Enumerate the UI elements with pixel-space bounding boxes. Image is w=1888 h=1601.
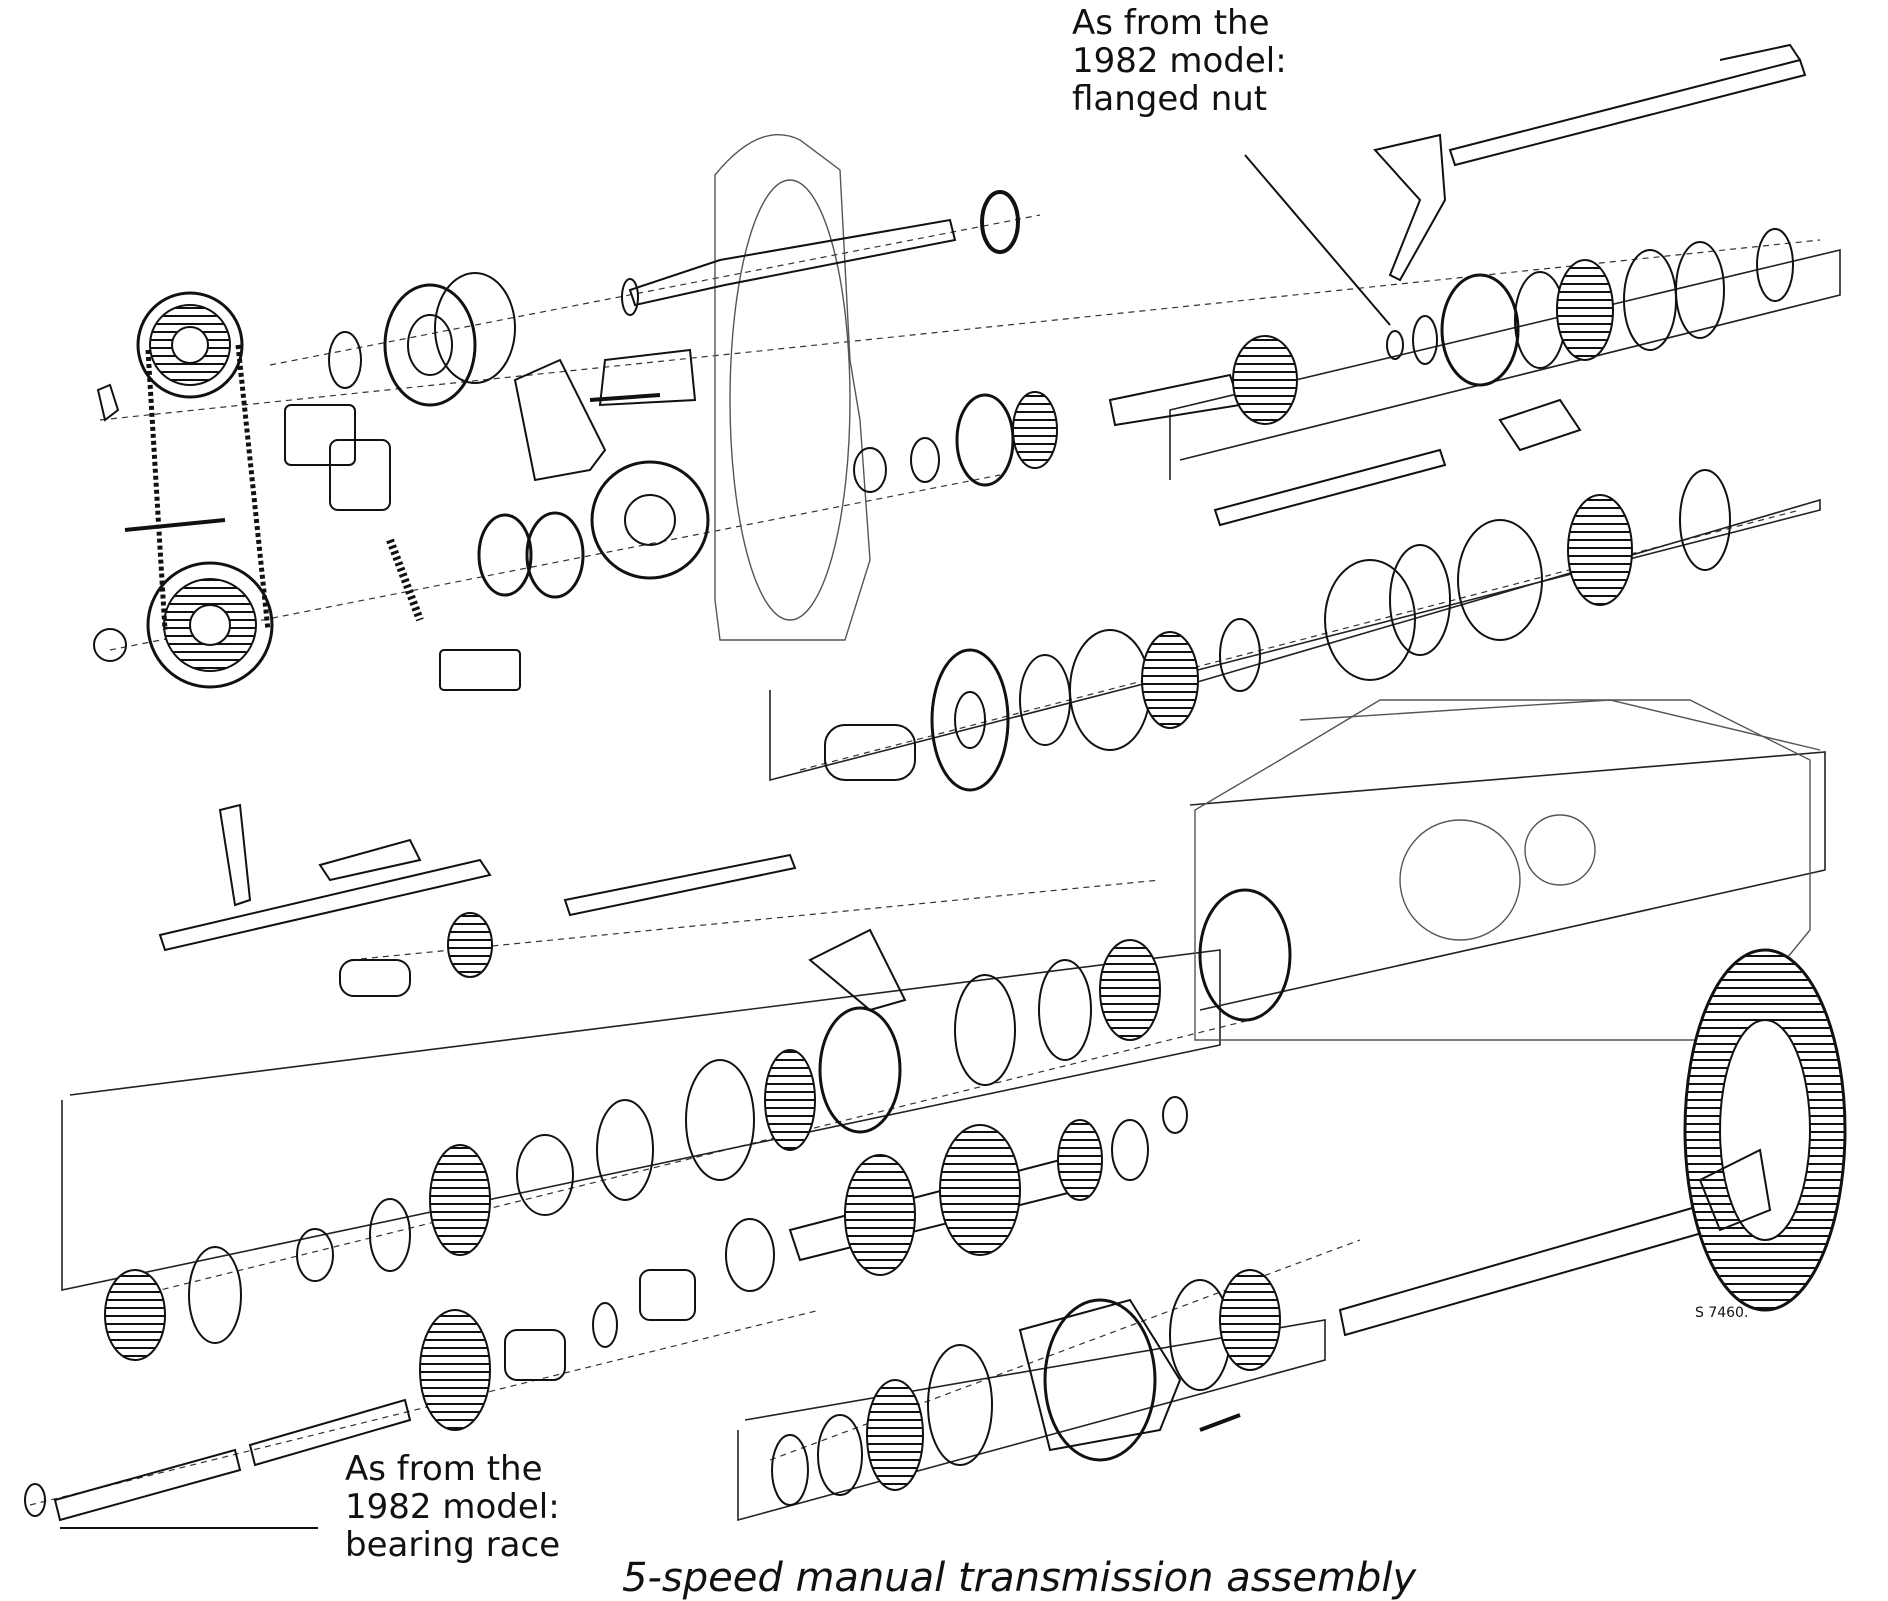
group-frames <box>61 248 1841 1522</box>
flanged-nut-note-line-2: 1982 model: <box>1072 41 1287 81</box>
figure-caption: 5-speed manual transmission assembly <box>622 1555 1417 1601</box>
bearing-race-note-line-1: As from the <box>345 1449 543 1489</box>
axis-lines <box>29 214 1821 1506</box>
countershaft <box>639 1096 1188 1321</box>
bearing-race-note: As from the 1982 model: bearing race <box>345 1450 560 1564</box>
lower-gear-cluster <box>104 888 1292 1361</box>
shift-rail-left <box>158 803 797 997</box>
middle-gear-cluster <box>824 469 1731 792</box>
gearbox-housing <box>714 133 1821 1041</box>
differential <box>1338 948 1847 1337</box>
input-shaft <box>24 1302 618 1522</box>
cover-plate <box>477 348 710 599</box>
upper-gear-cluster <box>853 228 1794 493</box>
tensioner <box>124 393 661 691</box>
bearing-race-note-line-3: bearing race <box>345 1525 561 1565</box>
bearing-housing <box>771 1269 1281 1506</box>
top-shaft <box>328 190 1020 407</box>
bearing-race-note-line-2: 1982 model: <box>345 1487 560 1527</box>
reference-code: S 7460. <box>1695 1305 1749 1321</box>
flanged-nut-note-line-1: As from the <box>1072 3 1270 43</box>
leader-lines <box>60 154 1391 1529</box>
chain-drive <box>93 291 274 689</box>
flanged-nut-note-line-3: flanged nut <box>1072 79 1268 119</box>
flanged-nut-note: As from the 1982 model: flanged nut <box>1072 4 1287 118</box>
shift-forks-top <box>1213 43 1807 527</box>
